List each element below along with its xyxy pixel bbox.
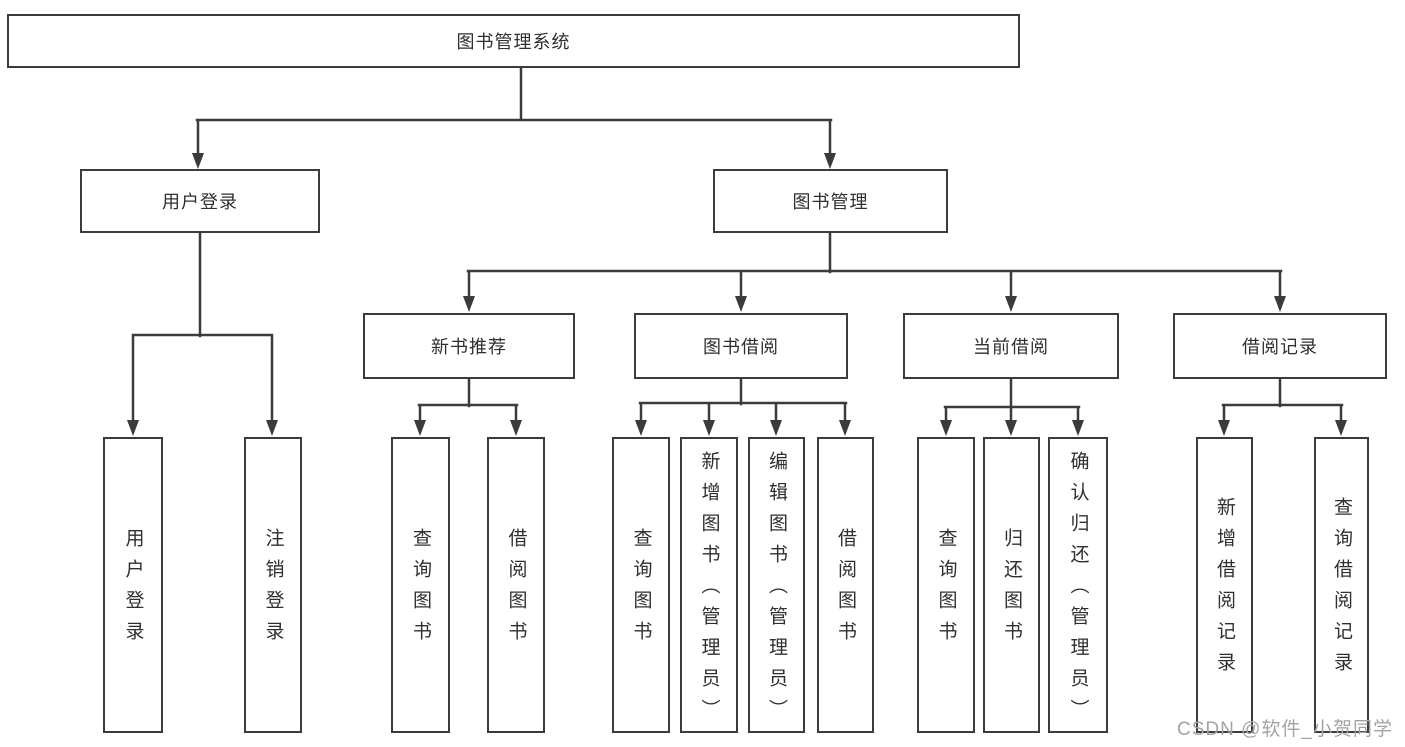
connector-currentborrow-to-leaves <box>943 377 1081 423</box>
arrowhead <box>192 153 204 169</box>
leaf-borrow-books: 借阅图书 <box>817 437 874 733</box>
csdn-watermark: CSDN @软件_小贺同学 <box>1177 719 1393 740</box>
connector-bookborrow-to-leaves <box>638 377 848 423</box>
arrowhead <box>1072 420 1084 436</box>
arrowheads <box>127 153 1347 436</box>
arrowhead <box>1218 420 1230 436</box>
node-book-management: 图书管理 <box>713 169 948 233</box>
leaf-query-books-current: 查询图书 <box>917 437 975 733</box>
leaf-add-borrow-record: 新增借阅记录 <box>1196 437 1253 733</box>
arrowhead <box>1005 296 1017 312</box>
node-current-borrow: 当前借阅 <box>903 313 1119 379</box>
connector-newbookrec-to-leaves <box>417 377 519 423</box>
arrowhead <box>1274 296 1286 312</box>
leaf-query-books-borrow: 查询图书 <box>612 437 670 733</box>
leaf-query-borrow-record: 查询借阅记录 <box>1314 437 1369 733</box>
node-root: 图书管理系统 <box>7 14 1020 68</box>
leaf-confirm-return-admin: 确认归还（管理员） <box>1048 437 1108 733</box>
arrowhead <box>1005 420 1017 436</box>
arrowhead <box>839 420 851 436</box>
connector-userlogin-to-leaves <box>131 231 274 423</box>
leaf-add-books-admin: 新增图书（管理员） <box>680 437 738 733</box>
arrowhead <box>1335 420 1347 436</box>
leaf-return-books: 归还图书 <box>983 437 1040 733</box>
connector-borrowrecords-to-leaves <box>1221 377 1344 423</box>
arrowhead <box>127 420 139 436</box>
arrowhead <box>940 420 952 436</box>
arrowhead <box>414 420 426 436</box>
arrowhead <box>770 420 782 436</box>
node-borrow-records: 借阅记录 <box>1173 313 1387 379</box>
connector-paths <box>131 66 1344 423</box>
leaf-logout: 注销登录 <box>244 437 302 733</box>
connector-bookmgmt-to-level3 <box>466 231 1283 300</box>
leaf-edit-books-admin: 编辑图书（管理员） <box>748 437 805 733</box>
leaf-borrow-books-recommend: 借阅图书 <box>487 437 545 733</box>
arrowhead <box>510 420 522 436</box>
arrowhead <box>824 153 836 169</box>
leaf-query-books-recommend: 查询图书 <box>391 437 450 733</box>
arrowhead <box>735 296 747 312</box>
arrowhead <box>703 420 715 436</box>
arrowhead <box>463 296 475 312</box>
node-new-book-recommend: 新书推荐 <box>363 313 575 379</box>
arrowhead <box>635 420 647 436</box>
leaf-user-login: 用户登录 <box>103 437 163 733</box>
node-book-borrow: 图书借阅 <box>634 313 848 379</box>
arrowhead <box>266 420 278 436</box>
connector-root-to-level2 <box>195 66 833 156</box>
node-user-login: 用户登录 <box>80 169 320 233</box>
